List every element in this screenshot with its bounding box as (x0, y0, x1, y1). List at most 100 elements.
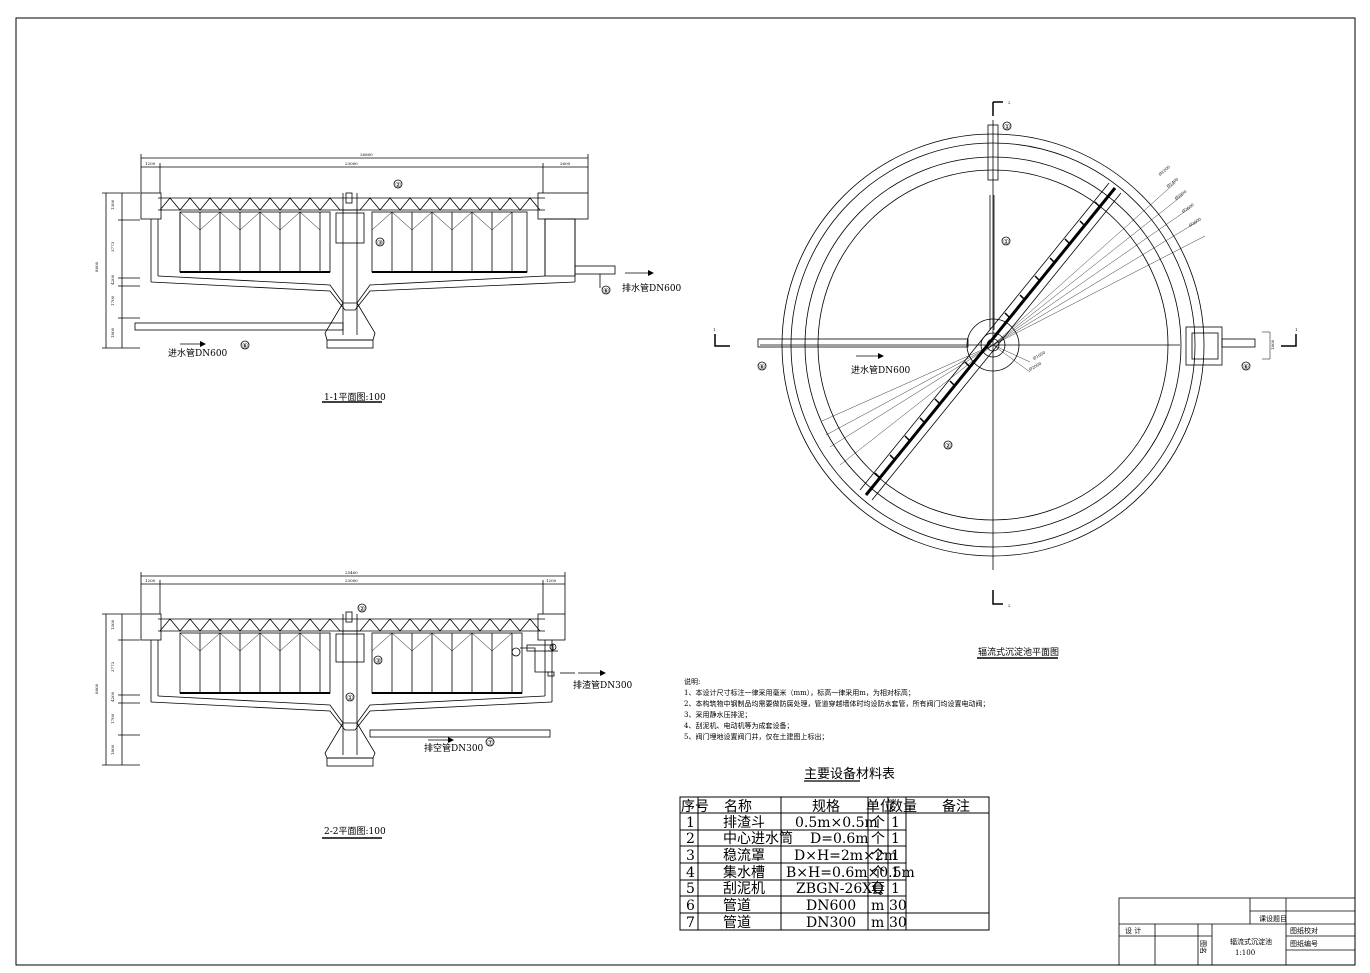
title-block-drawing-name: 辐流式沉淀池 (1230, 937, 1272, 946)
cell-index: 7 (686, 915, 695, 931)
s11-marker-3: ⑥ (242, 342, 248, 350)
s22-caption: 2-2平面图:100 (324, 826, 386, 837)
s22-marker-3: ① (347, 694, 353, 702)
cell-unit: 个 (871, 848, 885, 864)
title-block (1118, 897, 1356, 966)
plan-dim-radial-5: Ø3600 (1188, 216, 1202, 228)
plan-dim-center-1: Ø1600 (1032, 350, 1047, 361)
equipment-table-title: 主要设备材料表 (804, 766, 895, 782)
cell-index: 1 (686, 815, 695, 831)
section-1-1 (102, 154, 648, 403)
cell-unit: m (871, 898, 884, 914)
cell-qty: 30 (889, 898, 907, 914)
cell-spec: 0.5m×0.5m (795, 815, 878, 831)
cell-unit: 个 (871, 815, 885, 831)
cell-qty: 1 (891, 831, 900, 847)
th-qty: 数量 (889, 799, 917, 815)
table-row: 3 稳流罩 D×H=2m×2m 个 1 (686, 848, 900, 864)
notes-title: 说明: (684, 677, 700, 686)
title-block-drawing-label: 图名 (1199, 940, 1208, 954)
cell-index: 5 (686, 881, 695, 897)
s22-dim-right: 1200 (546, 578, 557, 583)
table-row: 6 管道 DN600 m 30 (686, 898, 907, 914)
cell-qty: 1 (891, 815, 900, 831)
s11-dim-right: 2600 (560, 161, 571, 166)
title-block-scale: 1:100 (1235, 949, 1255, 957)
table-row: 4 集水槽 B×H=0.6m×0.5m 个 1 (686, 864, 915, 881)
cell-name: 管道 (723, 915, 751, 931)
cell-spec: DN300 (806, 915, 856, 931)
cell-name: 管道 (723, 898, 751, 914)
plan-cut-1-left: 1 (713, 327, 716, 332)
s11-dim-mid: 23000 (345, 161, 358, 166)
cell-name: 排渣斗 (723, 815, 765, 831)
s11-vdim-total: 8800 (94, 261, 99, 272)
cell-spec: DN600 (806, 898, 856, 914)
cell-spec: ZBGN-26XQ (796, 881, 884, 897)
s11-marker-4: ⑥ (603, 287, 609, 295)
plan-caption: 辐流式沉淀池平面图 (978, 646, 1059, 658)
cell-spec: D×H=2m×2m (794, 848, 897, 864)
s11-dim-total: 26800 (360, 152, 373, 157)
cell-unit: 个 (871, 865, 885, 881)
title-block-design: 设 计 (1125, 926, 1141, 935)
table-row: 2 中心进水筒 D=0.6m 个 1 (686, 830, 900, 847)
table-row: 5 刮泥机 ZBGN-26XQ 套 1 (686, 881, 900, 897)
plan-cut-1-right: 1 (1295, 327, 1298, 332)
plan-marker-3: ② (945, 442, 951, 450)
cell-unit: 个 (871, 831, 885, 847)
s22-marker-2: ③ (375, 657, 381, 665)
cell-qty: 1 (891, 865, 900, 881)
note-4: 4、刮泥机、电动机等为成套设备； (684, 721, 793, 730)
plan-cut-2-top: 2 (1008, 100, 1011, 105)
s22-dim-mid: 23000 (345, 578, 358, 583)
s11-vdim-1: 1300 (110, 199, 115, 210)
note-3: 3、采用静水压排泥； (684, 710, 751, 719)
s22-marker-4: ⑦ (487, 739, 493, 747)
s22-dim-left: 1200 (145, 578, 156, 583)
note-1: 1、本设计尺寸标注一律采用毫米（mm），标高一律采用m，为相对标高； (684, 688, 915, 697)
th-spec: 规格 (812, 799, 840, 815)
section-2-2 (102, 572, 600, 839)
plan-marker-5: ⑥ (1243, 363, 1249, 371)
title-block-check: 图纸校对 (1290, 926, 1318, 935)
s22-vdim-3: 4200 (110, 691, 115, 702)
cell-unit: m (871, 915, 884, 931)
table-row: 1 排渣斗 0.5m×0.5m 个 1 (686, 815, 900, 831)
th-unit: 单位 (866, 799, 894, 815)
s22-vdim-2: 3773 (110, 661, 115, 672)
plan-marker-2: ① (1003, 238, 1009, 246)
drawing-border (15, 17, 1356, 966)
s11-inlet-label: 进水管DN600 (168, 347, 228, 359)
plan-dim-radial-4: Ø2600 (1181, 202, 1195, 214)
plan-view (714, 101, 1297, 659)
cell-name: 刮泥机 (723, 881, 765, 897)
plan-dim-side: 1800 (1270, 339, 1275, 350)
plan-marker-4: ⑥ (759, 363, 765, 371)
cell-qty: 1 (891, 881, 900, 897)
s11-dim-left: 1200 (145, 161, 156, 166)
cell-index: 6 (686, 898, 695, 914)
equipment-table-grid (679, 796, 990, 931)
cell-qty: 30 (889, 915, 907, 931)
s11-outlet-label: 排水管DN600 (622, 282, 682, 294)
th-name: 名称 (724, 799, 752, 815)
s11-caption: 1-1平面图:100 (324, 392, 386, 403)
s22-vdim-1: 1300 (110, 619, 115, 630)
cell-unit: 套 (871, 881, 885, 897)
note-5: 5、阀门埋地设置阀门井，仅在土建图上标出； (684, 732, 828, 741)
cell-name: 中心进水筒 (723, 830, 793, 847)
cell-index: 3 (686, 848, 695, 864)
s11-marker-2: ③ (377, 239, 383, 247)
s22-vdim-4: 1700 (110, 713, 115, 724)
s22-marker-1: ② (359, 605, 365, 613)
s11-vdim-4: 1700 (110, 295, 115, 306)
note-2: 2、本构筑物中钢制品均需要做防腐处理，管道穿越墙体时均设防水套管，所有阀门均设置… (684, 699, 989, 708)
cell-spec: B×H=0.6m×0.5m (786, 865, 915, 881)
s22-vdim-5: 1800 (110, 744, 115, 755)
s22-slag-label: 排渣管DN300 (573, 679, 633, 691)
cell-spec: D=0.6m (810, 831, 869, 847)
cell-index: 2 (686, 831, 695, 847)
table-row: 7 管道 DN300 m 30 (686, 915, 907, 931)
